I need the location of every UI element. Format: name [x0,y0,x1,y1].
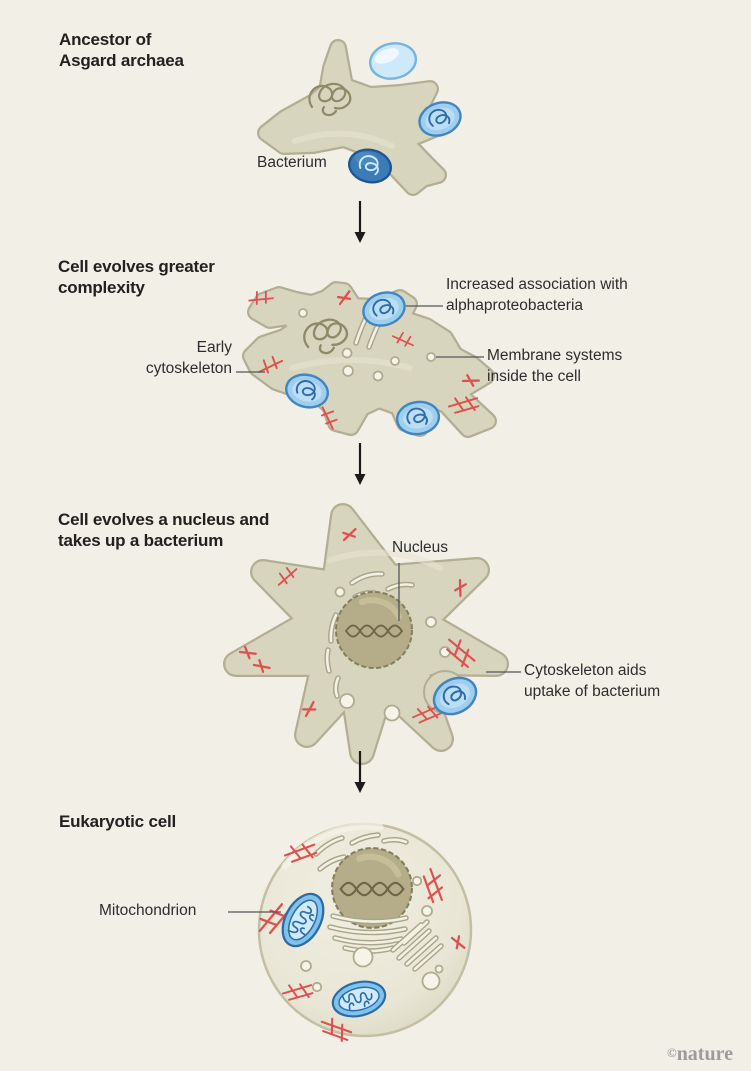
stage1-title: Ancestor of Asgard archaea [59,29,184,71]
down-arrow-icon [353,441,367,487]
stage2-title-line2: complexity [58,278,145,297]
light-vesicle-icon [366,38,420,84]
stage4-title: Eukaryotic cell [59,811,176,832]
nucleated-cell-illustration [223,503,509,765]
stage2-title-line1: Cell evolves greater [58,257,215,276]
stage1-title-line1: Ancestor of [59,30,152,49]
nucleus-label: Nucleus [392,539,448,556]
mitochondrion-label: Mitochondrion [99,902,197,919]
bacterium-label: Bacterium [257,154,327,171]
stage3-title-line1: Cell evolves a nucleus and [58,510,270,529]
membrane-systems-label: Membrane systems inside the cell [487,347,623,385]
down-arrow-icon [353,199,367,245]
increased-association-label: Increased association with alphaproteoba… [446,276,628,314]
label-leader-lines [228,305,521,913]
cytoskeleton-uptake-label: Cytoskeleton aids uptake of bacterium [524,662,661,700]
asgard-ancestor-cell-illustration [257,38,467,196]
eukaryotic-cell-illustration [254,822,473,1044]
complex-cell-illustration [242,281,497,438]
early-cytoskeleton-label: Early cytoskeleton [145,339,232,377]
stage1-title-line2: Asgard archaea [59,51,184,70]
stage4-title-line1: Eukaryotic cell [59,812,177,831]
nature-logo: ©nature [667,1042,733,1065]
stage2-title: Cell evolves greater complexity [58,256,215,298]
copyright-icon: © [666,1045,677,1060]
nature-logo-text: nature [676,1043,733,1065]
stage3-title-line2: takes up a bacterium [58,531,224,550]
stage3-title: Cell evolves a nucleus and takes up a ba… [58,509,269,551]
